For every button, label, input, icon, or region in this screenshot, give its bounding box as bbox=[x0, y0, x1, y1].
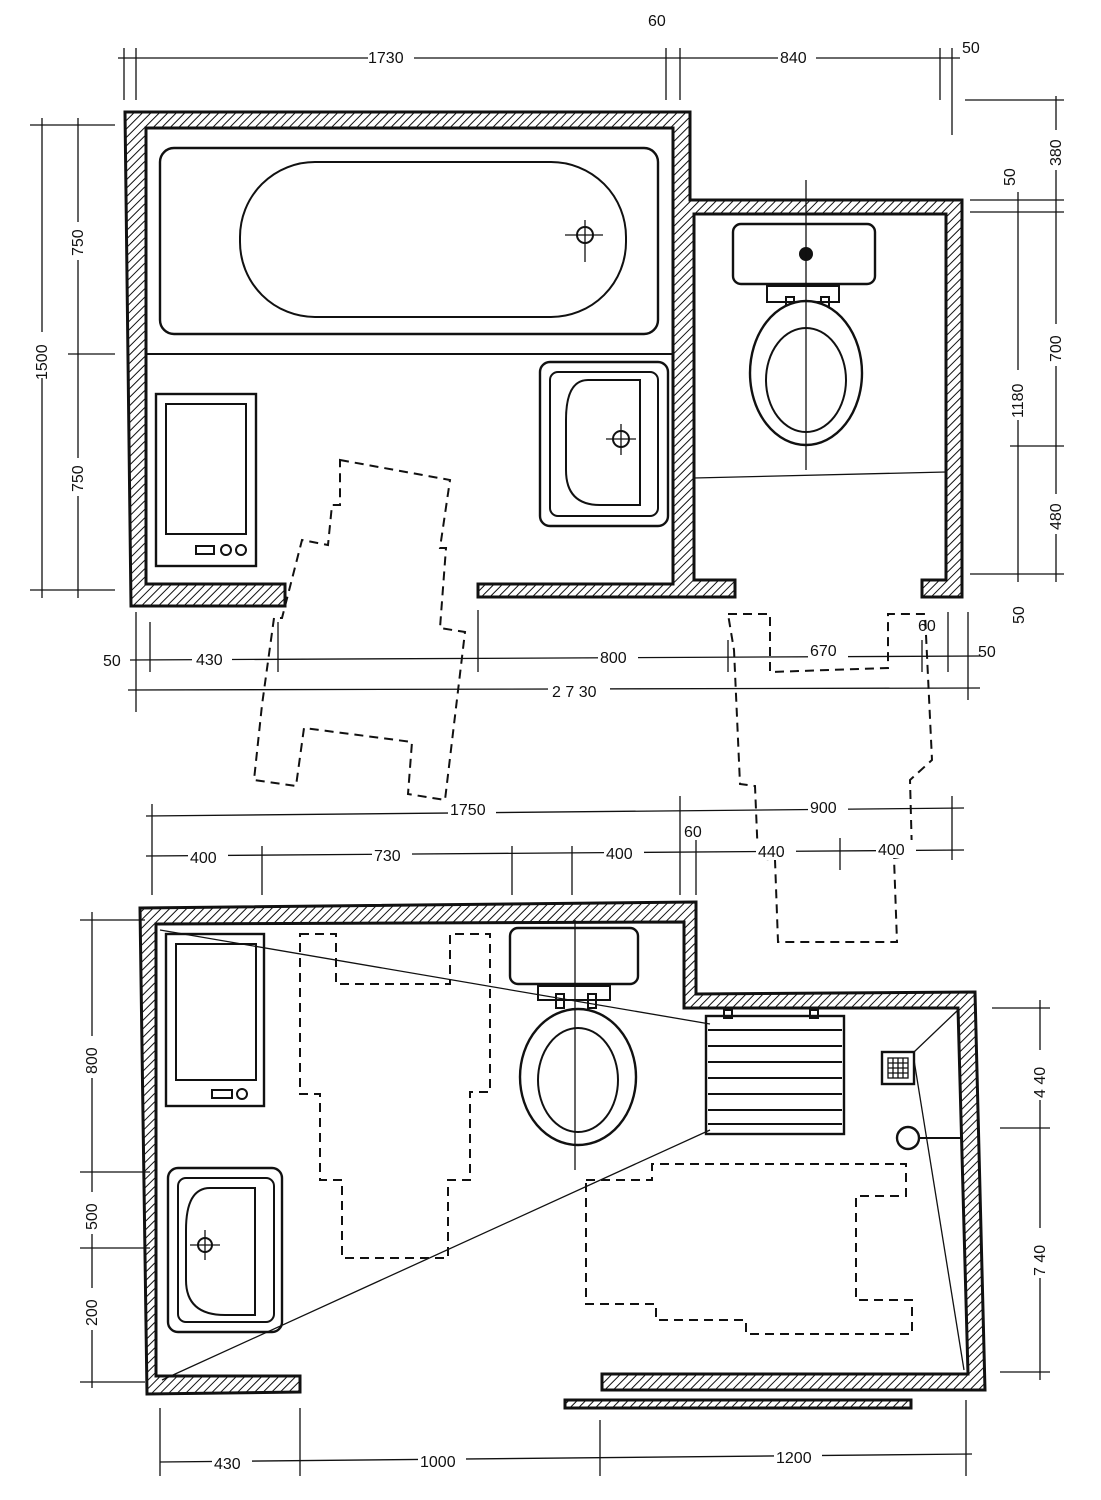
bottom-plan-walls bbox=[138, 900, 987, 1410]
floor-drain bbox=[880, 1050, 916, 1086]
shower-tap bbox=[895, 1125, 921, 1151]
dim-bottom-670: 670 bbox=[810, 643, 837, 660]
dim-bottom-60: 60 bbox=[918, 618, 936, 635]
dim-b-bottom-430: 430 bbox=[214, 1456, 241, 1473]
dim-b-top-900: 900 bbox=[810, 800, 837, 817]
dim-b-left-200: 200 bbox=[84, 1299, 101, 1326]
dim-b-right-740: 7 40 bbox=[1032, 1245, 1049, 1276]
dim-right-50-bottom: 50 bbox=[1011, 606, 1028, 624]
diagonal-guides bbox=[159, 929, 965, 1381]
top-plan-dimensions: 1730 60 840 50 1500 750 750 bbox=[30, 13, 1066, 712]
dim-right-50-top: 50 bbox=[1002, 168, 1019, 186]
dim-b-bottom-1200: 1200 bbox=[776, 1450, 812, 1467]
dim-left-1500: 1500 bbox=[34, 344, 51, 380]
dim-left-750-upper: 750 bbox=[70, 229, 87, 256]
dim-right-1180: 1180 bbox=[1010, 383, 1027, 418]
dim-b-left-800: 800 bbox=[84, 1047, 101, 1074]
dim-top-60: 60 bbox=[648, 13, 666, 30]
bottom-plan: 1750 900 400 730 400 60 440 400 800 500 bbox=[80, 796, 1050, 1476]
dim-right-480: 480 bbox=[1048, 503, 1065, 530]
dim-b-top-440: 440 bbox=[758, 844, 785, 861]
dim-b-right-440: 4 40 bbox=[1032, 1067, 1049, 1098]
dim-bottom-430: 430 bbox=[196, 652, 223, 669]
dim-b-left-500: 500 bbox=[84, 1203, 101, 1230]
clearance-zone-4 bbox=[585, 1163, 913, 1335]
bathtub bbox=[158, 146, 660, 336]
shower-slats bbox=[704, 1009, 846, 1136]
washbasin-top bbox=[538, 360, 670, 528]
dim-right-700: 700 bbox=[1048, 335, 1065, 362]
dim-b-top-400-a: 400 bbox=[190, 850, 217, 867]
dim-b-top-1750: 1750 bbox=[450, 802, 486, 819]
dim-bottom-50-right: 50 bbox=[978, 644, 996, 661]
dim-bottom-800: 800 bbox=[600, 650, 627, 667]
dim-b-bottom-1000: 1000 bbox=[420, 1454, 456, 1471]
dim-right-380: 380 bbox=[1048, 139, 1065, 166]
dim-b-top-60: 60 bbox=[684, 824, 702, 841]
toilet-top bbox=[693, 180, 947, 479]
dim-left-750-lower: 750 bbox=[70, 465, 87, 492]
washbasin-bottom bbox=[166, 1166, 284, 1334]
top-plan-walls bbox=[123, 110, 964, 608]
clearance-zone-1 bbox=[252, 458, 467, 802]
washing-machine bbox=[154, 392, 258, 568]
bottom-plan-dimensions: 1750 900 400 730 400 60 440 400 800 500 bbox=[80, 796, 1050, 1476]
dim-b-top-400-b: 400 bbox=[606, 846, 633, 863]
clearance-zone-2 bbox=[726, 613, 934, 943]
clearance-zone-3 bbox=[299, 933, 491, 1259]
dim-top-840: 840 bbox=[780, 50, 807, 67]
toilet-bottom bbox=[508, 920, 640, 1170]
dim-top-1730: 1730 bbox=[368, 50, 404, 67]
dim-bottom-2730: 2 7 30 bbox=[552, 684, 597, 701]
dim-bottom-50-left: 50 bbox=[103, 653, 121, 670]
dim-b-top-730: 730 bbox=[374, 848, 401, 865]
dim-b-top-400-c: 400 bbox=[878, 842, 905, 859]
top-plan: 1730 60 840 50 1500 750 750 bbox=[30, 13, 1066, 943]
washing-machine-bottom bbox=[164, 932, 266, 1108]
dim-top-50: 50 bbox=[962, 40, 980, 57]
